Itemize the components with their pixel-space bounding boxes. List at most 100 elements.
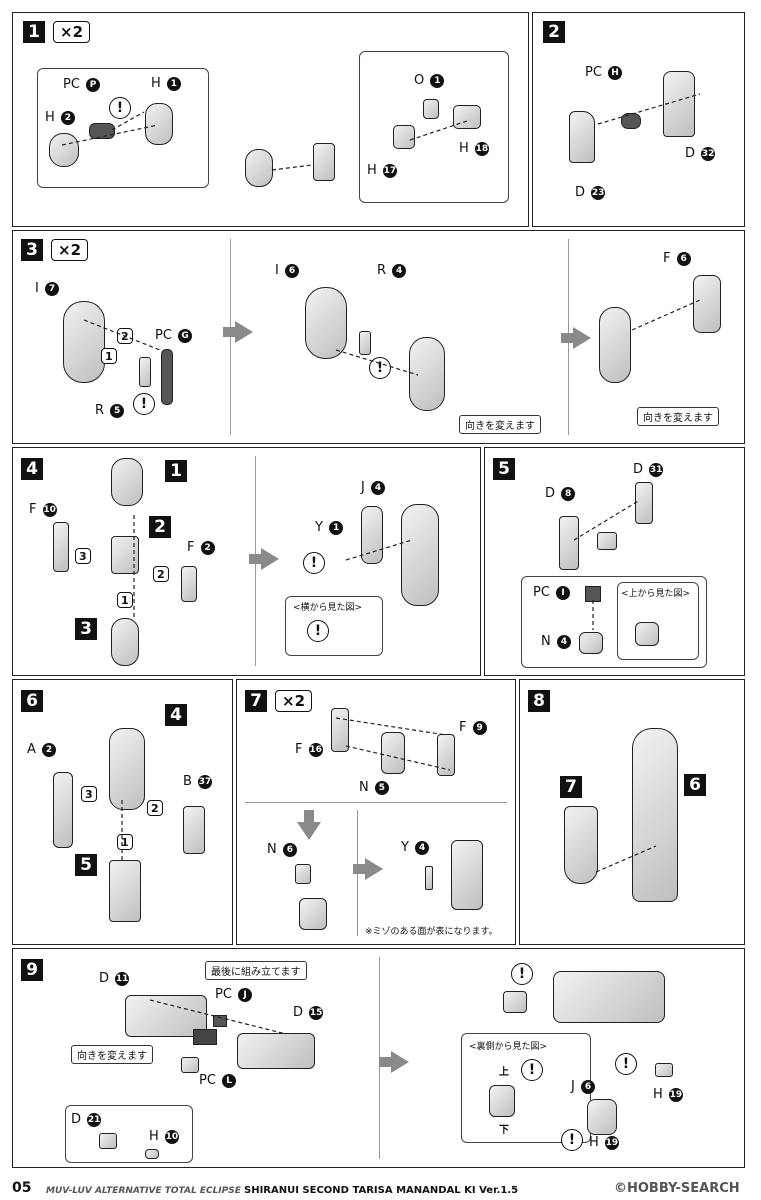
part-pc-i [585,586,601,602]
note-turn-around: 向きを変えます [71,1045,153,1064]
caution-icon: ! [369,357,391,379]
part-label: O 1 [414,73,445,88]
part-label: PC P [63,77,101,92]
step-number: 8 [528,690,550,712]
part-id: 7 [44,281,59,296]
next-arrow-icon [223,321,253,343]
part-d8 [559,516,579,570]
step-number: 1 [23,21,45,43]
label-text: R [377,263,387,278]
part-lower-7a [299,898,327,930]
step-number: 2 [543,21,565,43]
label-text: B [183,774,192,789]
multiplier-badge: ×2 [51,239,89,261]
sub-assembly-badge: 1 [165,460,187,482]
part-h17 [393,125,415,149]
part-label: B 37 [183,774,213,789]
part-label: F 10 [29,502,57,517]
part-d32 [663,71,695,137]
part-label: Y 1 [315,520,344,535]
part-pc-h [621,113,641,129]
order-step-3: 3 [75,548,91,564]
part-h2 [49,133,79,167]
part-id: 18 [474,141,489,156]
part-id: 1 [430,73,445,88]
part-id: 23 [591,185,606,200]
series-name: MUV-LUV ALTERNATIVE TOTAL ECLIPSE [46,1186,241,1196]
part-joint-pin [313,143,335,181]
part-id: 6 [676,251,691,266]
label-text: A [27,742,36,757]
label-text: N [267,842,277,857]
part-id: 6 [282,842,297,857]
caution-icon: ! [133,393,155,415]
sub-assembly-badge: 6 [684,774,706,796]
step-9-panel: 9 最後に組み立てます D 11 PC J D 15 PC L 向きを変えます … [12,948,745,1168]
part-id: G [178,328,193,343]
part-label: H 19 [589,1135,619,1150]
part-label: F 16 [295,742,323,757]
part-label: N 4 [541,634,571,649]
part-sub-3 [111,618,139,666]
part-label: N 5 [359,780,389,795]
multiplier-badge: ×2 [53,21,91,43]
part-label: A 2 [27,742,57,757]
side-view-title: <横から見た図> [293,603,363,613]
part-r4 [359,331,371,355]
label-text: O [414,73,425,88]
label-text: D [545,486,556,501]
part-b37 [183,806,205,854]
part-assembly-4 [109,728,145,810]
label-text: D [633,462,644,477]
caution-icon: ! [307,620,329,642]
sub-assembly-badge: 3 [75,618,97,640]
part-label: H 18 [459,141,489,156]
order-step-1: 1 [101,348,117,364]
part-label: J 4 [361,480,385,495]
sub-assembly-badge: 5 [75,854,97,876]
step-7-panel: 7 ×2 F 16 F 9 N 5 N 6 Y 4 ※ミゾのある面が表になります… [236,679,516,945]
part-label: D 21 [71,1112,102,1127]
part-a2 [53,772,73,848]
part-f10 [53,522,69,572]
order-step-2: 2 [147,800,163,816]
top-view-title: <上から見た図> [621,589,691,599]
caution-icon: ! [561,1129,583,1151]
part-id: 16 [308,742,323,757]
part-id: 1 [166,76,181,91]
part-label: F 2 [187,540,215,555]
label-text: D [685,146,696,161]
part-n4 [579,632,603,654]
step-3-panel: 3 ×2 I 7 PC G R 5 2 1 ! I 6 R 4 ! 向きを変えま… [12,230,745,444]
label-text: F [459,720,467,735]
part-id: 4 [415,840,430,855]
part-assembly-5 [109,860,141,922]
part-id: 10 [164,1129,179,1144]
part-o1 [423,99,439,119]
label-text: J [361,480,365,495]
order-step-1: 1 [117,834,133,850]
part-id: 32 [701,146,716,161]
multiplier-badge: ×2 [275,690,313,712]
part-id: 17 [382,163,397,178]
part-label: F 6 [663,251,691,266]
label-text: PC [585,65,602,80]
part-f2 [181,566,197,602]
part-id: 2 [42,742,57,757]
part-label: D 8 [545,486,576,501]
part-label: J 6 [571,1079,595,1094]
part-h10 [145,1149,159,1159]
step-5-panel: 5 D 8 D 31 PC I N 4 <上から見た図> [484,447,745,676]
part-d31 [635,482,653,524]
part-d21 [99,1133,117,1149]
part-label: H 17 [367,163,397,178]
label-text: N [359,780,369,795]
page-number: 05 [12,1180,32,1196]
part-label: D 32 [685,146,716,161]
direction-down: 下 [499,1125,509,1136]
label-text: F [295,742,303,757]
part-id: P [86,77,101,92]
part-id: H [608,65,623,80]
label-text: H [149,1129,159,1144]
part-label: D 11 [99,971,130,986]
